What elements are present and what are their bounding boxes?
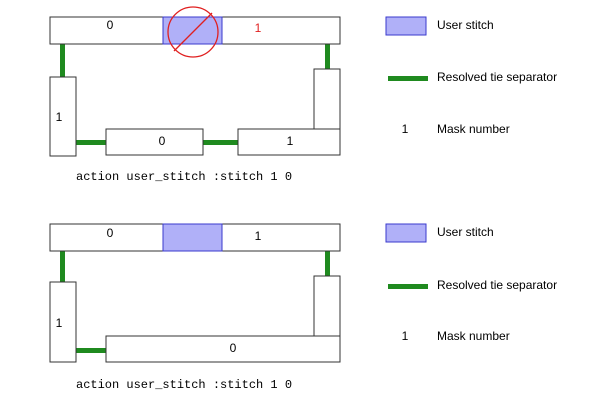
diagram-top: 0 1 1 0 1 action user_stitch :stitch 1 0 bbox=[49, 6, 341, 184]
tie-separator bbox=[60, 251, 65, 282]
tie-separator bbox=[325, 44, 330, 69]
legend-tie-swatch bbox=[388, 76, 428, 81]
mask-number: 1 bbox=[56, 316, 63, 330]
mask-number: 1 bbox=[255, 229, 262, 243]
prohibited-icon bbox=[167, 6, 219, 58]
bottom-merged-wire bbox=[105, 335, 341, 363]
legend-user-stitch-label: User stitch bbox=[437, 18, 494, 32]
legend-tie-label: Resolved tie separator bbox=[437, 70, 557, 84]
legend-top: User stitch Resolved tie separator 1 Mas… bbox=[385, 16, 557, 136]
legend-bottom: User stitch Resolved tie separator 1 Mas… bbox=[385, 223, 557, 343]
tie-separator bbox=[203, 140, 238, 145]
tie-separator bbox=[76, 140, 106, 145]
legend-mask-symbol: 1 bbox=[402, 329, 409, 343]
legend-user-stitch-swatch bbox=[385, 16, 427, 36]
mask-number: 1 bbox=[287, 134, 294, 148]
diagram-caption: action user_stitch :stitch 1 0 bbox=[76, 170, 292, 184]
tie-separator bbox=[60, 44, 65, 77]
legend-mask-symbol: 1 bbox=[402, 122, 409, 136]
mask-number: 1 bbox=[255, 21, 262, 35]
tie-separator bbox=[325, 251, 330, 276]
legend-tie-swatch bbox=[388, 284, 428, 289]
mask-number: 0 bbox=[107, 18, 114, 32]
legend-user-stitch-swatch bbox=[385, 223, 427, 243]
bottom-middle-wire bbox=[105, 128, 204, 156]
mask-number: 0 bbox=[230, 341, 237, 355]
diagram-bottom: 0 1 1 0 action user_stitch :stitch 1 0 bbox=[49, 223, 341, 392]
legend-tie-label: Resolved tie separator bbox=[437, 278, 557, 292]
diagram-caption: action user_stitch :stitch 1 0 bbox=[76, 378, 292, 392]
user-stitch-region bbox=[162, 223, 223, 252]
legend-mask-label: Mask number bbox=[437, 122, 510, 136]
mask-number: 0 bbox=[107, 226, 114, 240]
legend-mask-label: Mask number bbox=[437, 329, 510, 343]
bottom-right-wire bbox=[237, 128, 341, 156]
mask-number: 0 bbox=[159, 134, 166, 148]
user-stitch-region bbox=[162, 16, 223, 45]
left-vertical-wire bbox=[49, 281, 77, 363]
tie-separator bbox=[76, 348, 106, 353]
mask-number: 1 bbox=[56, 110, 63, 124]
left-vertical-wire bbox=[49, 76, 77, 157]
right-vertical-wire bbox=[313, 275, 341, 337]
legend-user-stitch-label: User stitch bbox=[437, 225, 494, 239]
right-vertical-wire bbox=[313, 68, 341, 130]
